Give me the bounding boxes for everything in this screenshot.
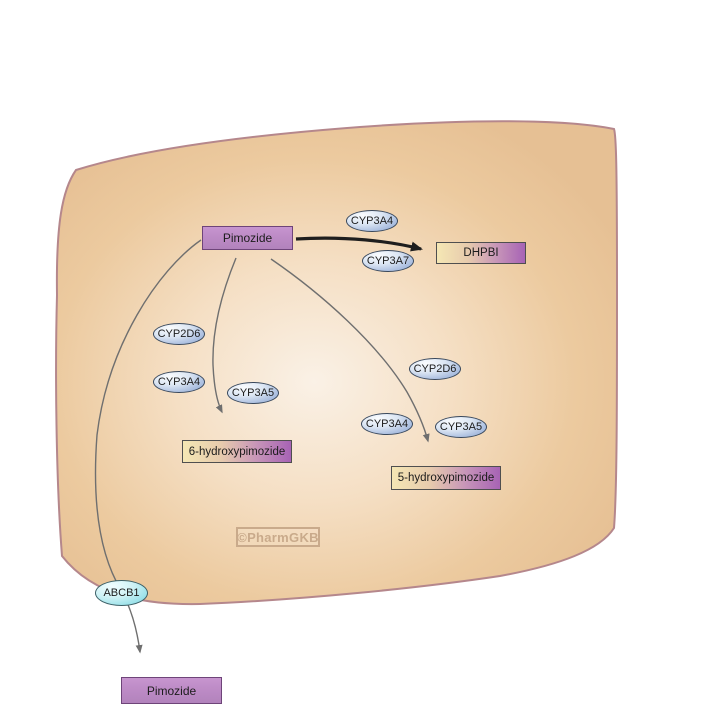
arrow-pimozide-to-dhpbi xyxy=(295,236,423,252)
arrow-pimozide-to-6-hydroxypimozide xyxy=(212,257,237,414)
node-pimozide-excreted[interactable]: Pimozide xyxy=(121,677,222,704)
enzyme-cyp3a4-top[interactable]: CYP3A4 xyxy=(346,210,398,232)
cell-membrane xyxy=(55,120,618,606)
enzyme-cyp3a4-left[interactable]: CYP3A4 xyxy=(153,371,205,393)
node-6-hydroxypimozide[interactable]: 6-hydroxypimozide xyxy=(182,440,292,463)
arrow-pimozide-efflux-abcb1 xyxy=(94,239,202,654)
arrow-pimozide-to-5-hydroxypimozide xyxy=(270,258,430,443)
transporter-abcb1[interactable]: ABCB1 xyxy=(95,580,148,606)
enzyme-cyp2d6-right[interactable]: CYP2D6 xyxy=(409,358,461,380)
node-5-hydroxypimozide[interactable]: 5-hydroxypimozide xyxy=(391,466,501,490)
enzyme-cyp3a4-right[interactable]: CYP3A4 xyxy=(361,413,413,435)
enzyme-cyp3a5-left[interactable]: CYP3A5 xyxy=(227,382,279,404)
enzyme-cyp3a5-right[interactable]: CYP3A5 xyxy=(435,416,487,438)
node-dhpbi[interactable]: DHPBI xyxy=(436,242,526,264)
pharmgkb-watermark: ©PharmGKB xyxy=(236,527,320,547)
enzyme-cyp2d6-left[interactable]: CYP2D6 xyxy=(153,323,205,345)
node-pimozide[interactable]: Pimozide xyxy=(202,226,293,250)
enzyme-cyp3a7[interactable]: CYP3A7 xyxy=(362,250,414,272)
